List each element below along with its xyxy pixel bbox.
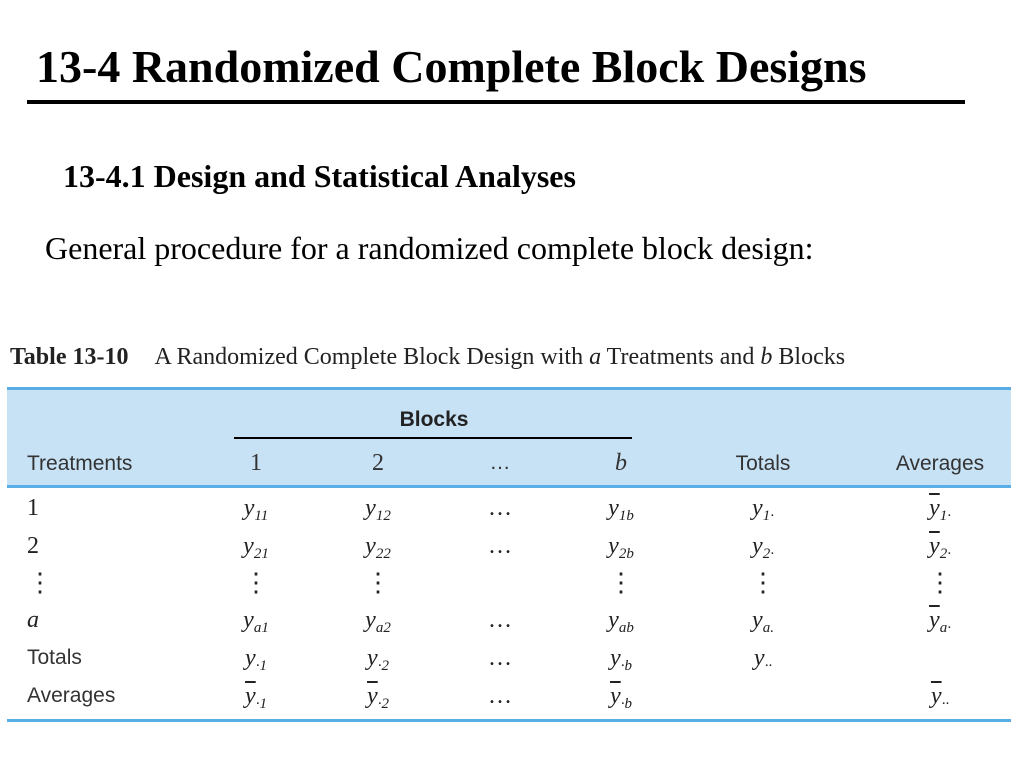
table-caption: Table 13-10 A Randomized Complete Block D… — [10, 344, 845, 371]
table-cell: ya2 — [365, 607, 391, 636]
table-cell: y·2 — [367, 683, 389, 712]
row-label: a — [27, 607, 39, 633]
caption-part: Treatments and — [601, 344, 761, 370]
table-cell: y2· — [752, 533, 774, 562]
section-heading: 13-4.1 Design and Statistical Analyses — [63, 158, 576, 194]
table-cell: y22 — [365, 533, 391, 562]
table-cell: y12 — [365, 495, 391, 524]
table-cell: ⋮ — [608, 568, 634, 597]
row-label: Averages — [27, 684, 116, 707]
row-label: 2 — [27, 533, 39, 559]
block-col-header: b — [615, 450, 627, 476]
title-underline — [27, 100, 965, 104]
table-bottom-rule — [7, 719, 1011, 722]
table-cell: ⋮ — [927, 568, 953, 597]
table-cell: y2b — [608, 533, 634, 562]
treatments-header: Treatments — [27, 452, 133, 475]
averages-header: Averages — [895, 452, 985, 475]
table-cell: … — [488, 645, 512, 671]
totals-header: Totals — [735, 452, 791, 475]
row-label: ⋮ — [27, 568, 53, 597]
table-cell: ⋮ — [243, 568, 269, 597]
blocks-header: Blocks — [399, 408, 469, 431]
row-label: Totals — [27, 646, 82, 669]
table-cell: y·b — [610, 645, 632, 674]
table-cell: ya. — [752, 607, 774, 636]
table-label: Table 13-10 — [10, 344, 129, 370]
table-cell: y21 — [243, 533, 269, 562]
table-cell: y·1 — [245, 683, 267, 712]
caption-part: A Randomized Complete Block Design with — [154, 344, 590, 370]
table-cell: y1· — [929, 495, 951, 524]
table-cell: y1b — [608, 495, 634, 524]
table-cell: y·· — [930, 683, 950, 712]
caption-part: b — [760, 344, 773, 370]
table-cell: … — [488, 495, 512, 521]
table-cell: ya· — [929, 607, 951, 636]
block-col-header: 1 — [250, 450, 262, 476]
table-cell: y1· — [752, 495, 774, 524]
block-col-header: 2 — [372, 450, 384, 476]
table-cell: y·· — [753, 645, 773, 674]
table-cell: y11 — [243, 495, 269, 524]
table-cell: … — [488, 607, 512, 633]
table-cell: y2· — [929, 533, 951, 562]
table-cell: ⋮ — [750, 568, 776, 597]
row-label: 1 — [27, 495, 39, 521]
caption-part: a — [589, 344, 602, 370]
table-cell: yab — [608, 607, 634, 636]
table-cell: ya1 — [243, 607, 269, 636]
table-cell: ⋮ — [365, 568, 391, 597]
body-text: General procedure for a randomized compl… — [45, 230, 814, 266]
caption-part: Blocks — [772, 344, 846, 370]
slide-title: 13-4 Randomized Complete Block Designs — [36, 41, 867, 92]
table-cell: y·b — [610, 683, 632, 712]
table-cell: y·1 — [245, 645, 267, 674]
table-cell: … — [488, 533, 512, 559]
table-cell: y·2 — [367, 645, 389, 674]
block-col-header: … — [489, 451, 511, 474]
table-cell: … — [488, 683, 512, 709]
blocks-header-rule — [234, 437, 632, 439]
